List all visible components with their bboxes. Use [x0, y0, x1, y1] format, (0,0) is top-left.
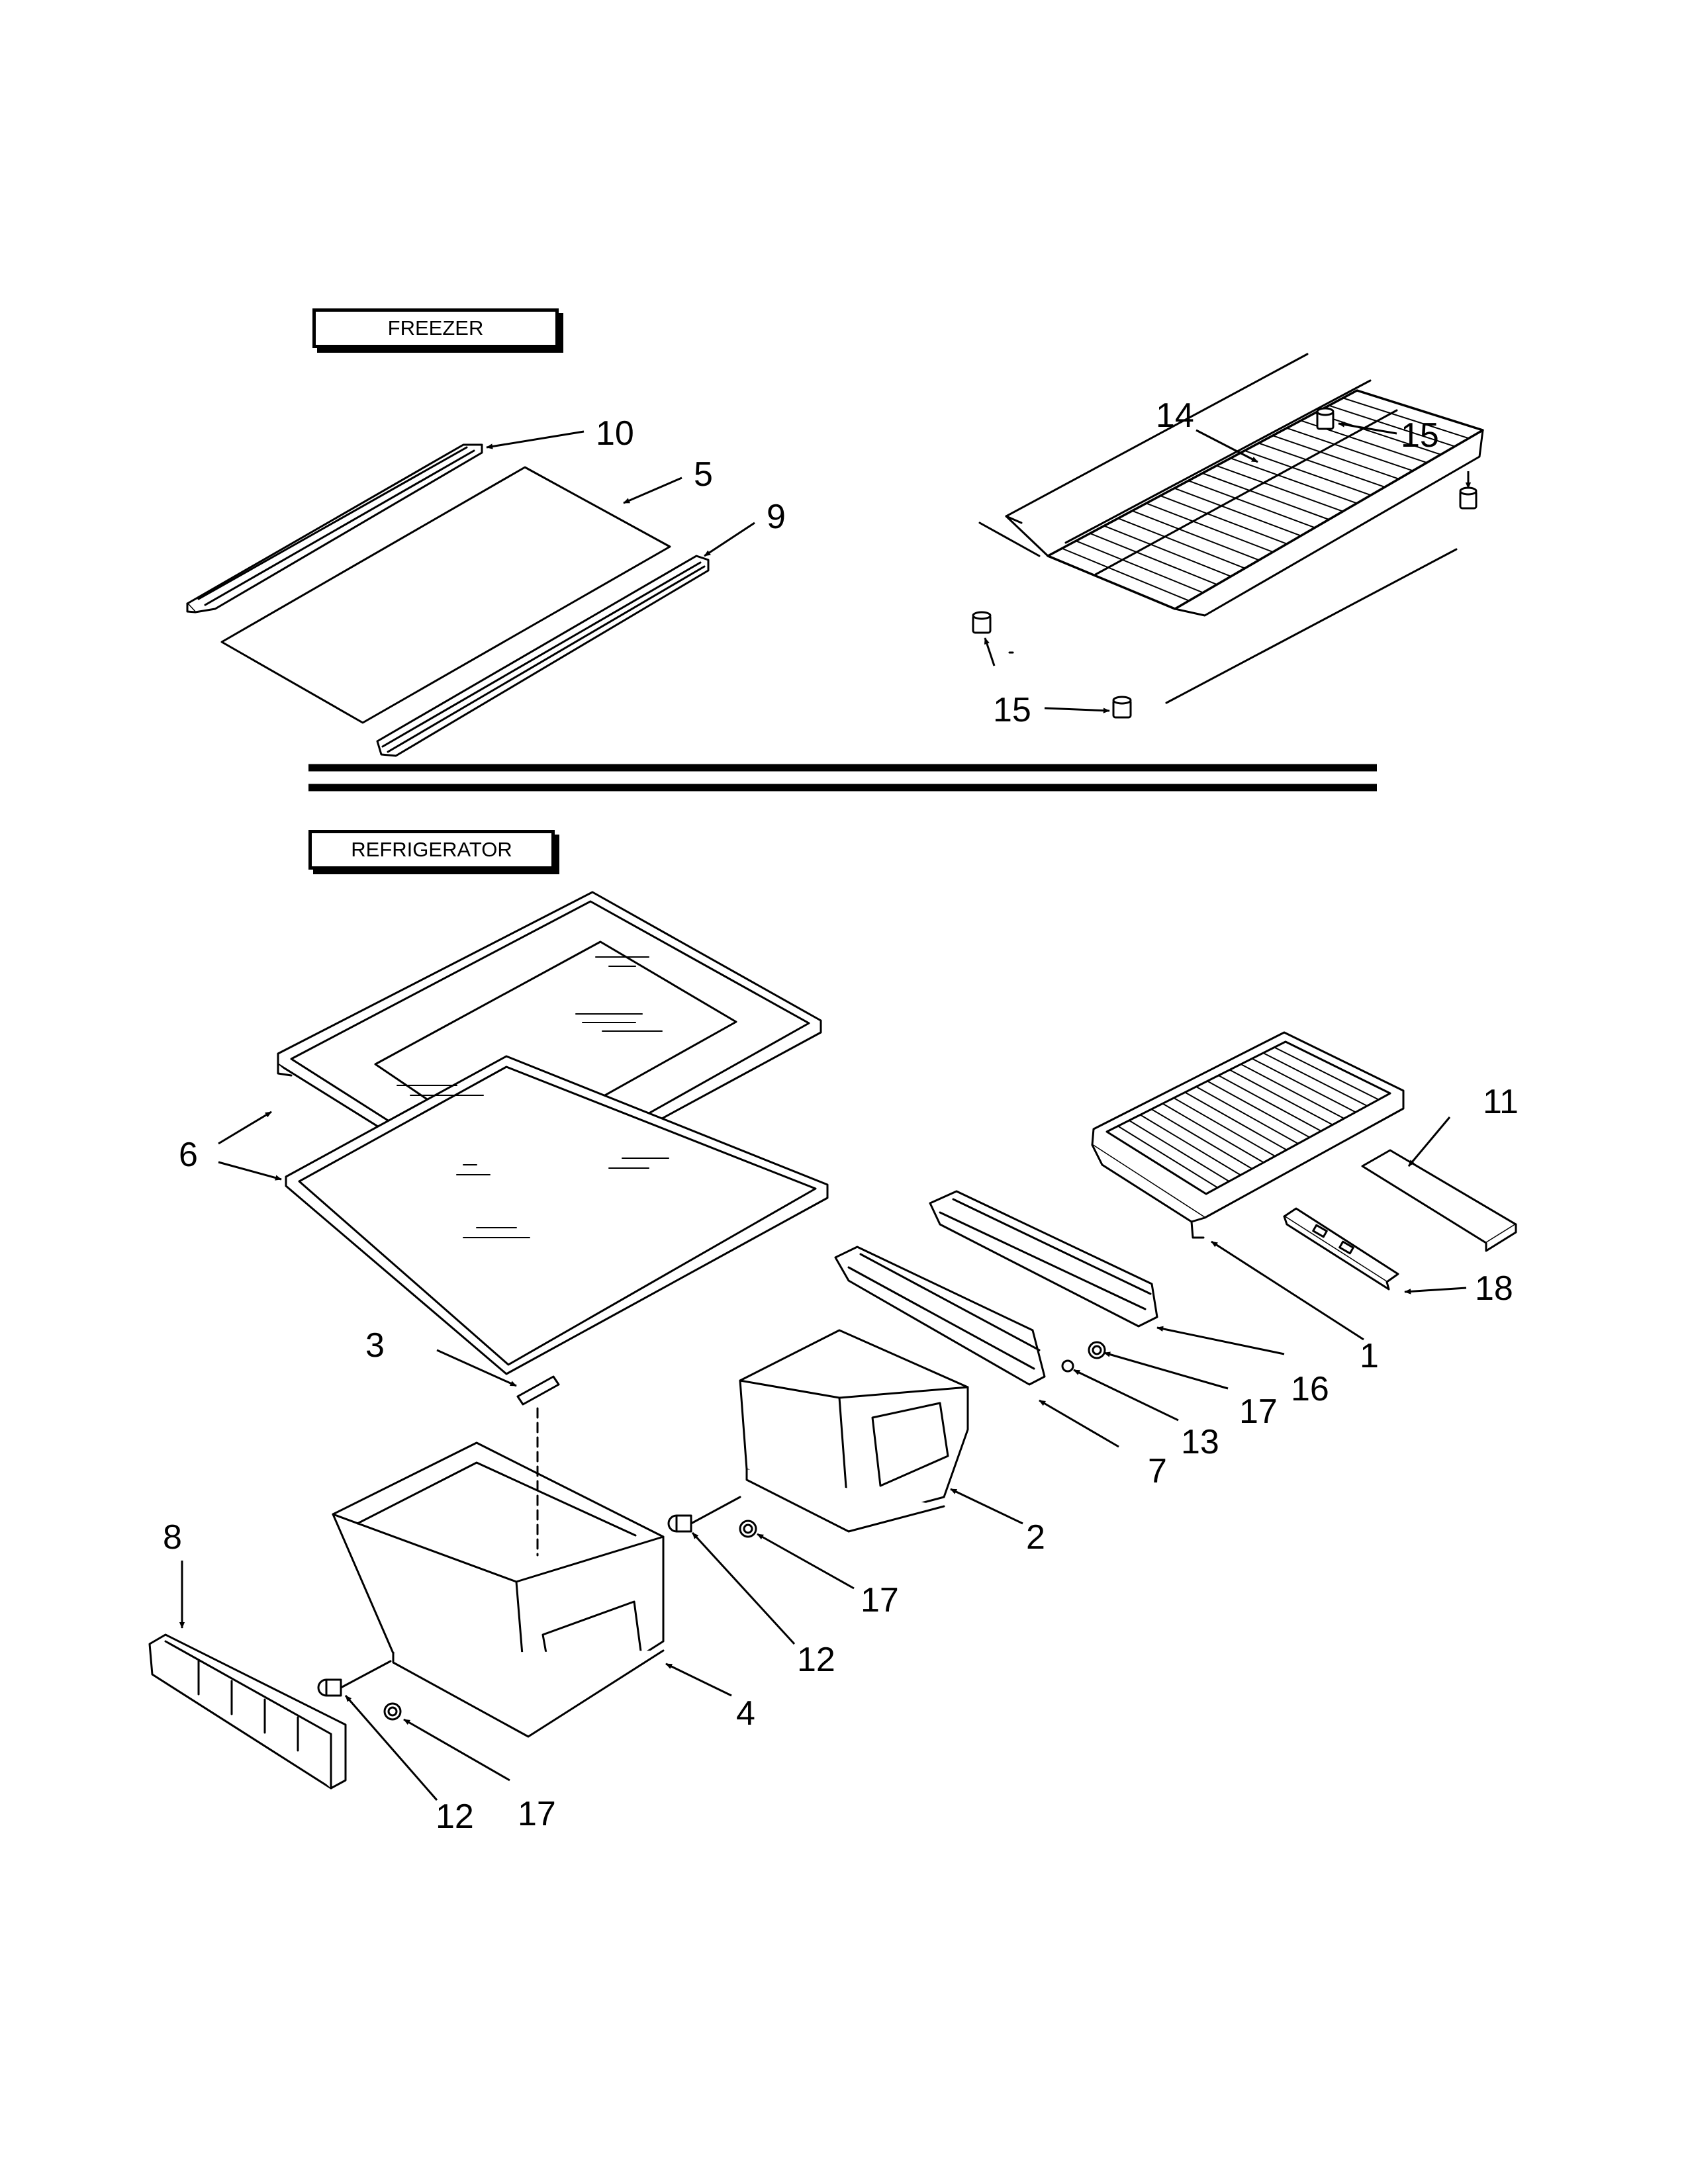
wire-shelf-bar [1244, 449, 1372, 496]
deli-pan-rib [1251, 1058, 1356, 1113]
glass-shelf [220, 466, 671, 724]
drawer-trim-rail [148, 1633, 347, 1790]
shelf-support-button-top-left [1316, 407, 1335, 430]
wire-shelf-bars [1061, 397, 1470, 602]
glass-shelf-lower [285, 1055, 829, 1375]
callout-8: 8 [163, 1518, 182, 1557]
shelf-support-button-top-right [1459, 486, 1477, 510]
deli-pan-rib [1139, 1114, 1242, 1176]
callout-14: 14 [1156, 396, 1194, 435]
pan-rail [1283, 1207, 1399, 1291]
crisper-drawer-large [332, 1441, 665, 1738]
wire-shelf-bar [1159, 495, 1288, 545]
deli-pan [1091, 1031, 1405, 1239]
wire-shelf-bar [1131, 510, 1260, 561]
section-divider [308, 764, 1377, 792]
callout-15-bottom: 15 [993, 691, 1031, 729]
rail-roller-screw [1061, 1359, 1074, 1373]
drawer-roller-left [317, 1660, 392, 1697]
callout-7: 7 [1148, 1452, 1167, 1490]
wire-shelf [978, 353, 1484, 704]
deli-pan-rib [1150, 1109, 1253, 1169]
callout-leaders [179, 422, 1472, 1801]
wire-shelf-bar [1286, 427, 1414, 472]
callout-18: 18 [1475, 1269, 1513, 1308]
crisper-drawer-small [739, 1329, 969, 1533]
glass-reflections [397, 956, 669, 1238]
callout-17-middle: 17 [861, 1581, 899, 1619]
crisper-slide-rail-upper [929, 1190, 1158, 1328]
wire-shelf-bar [1342, 397, 1470, 439]
rail-wheel [1088, 1341, 1106, 1359]
wire-shelf-bar [1272, 435, 1400, 480]
deli-pan-rib [1240, 1064, 1345, 1119]
callout-4: 4 [736, 1694, 755, 1733]
callout-5: 5 [694, 455, 713, 494]
deli-pan-rib [1128, 1120, 1230, 1182]
callout-12-middle: 12 [797, 1641, 835, 1679]
callout-2: 2 [1026, 1518, 1045, 1557]
deli-pan-rib [1173, 1097, 1276, 1157]
drawer-divider-clip [516, 1375, 560, 1406]
wire-shelf-bar [1215, 465, 1344, 512]
callout-numbers: 10 5 9 14 15 15 6 11 18 16 1 17 13 7 3 2… [163, 396, 1519, 1836]
deli-pan-rib [1262, 1052, 1368, 1107]
callout-11: 11 [1483, 1083, 1519, 1121]
deli-pan-rib [1117, 1125, 1219, 1189]
callout-17-rail: 17 [1239, 1392, 1278, 1431]
callout-6: 6 [179, 1136, 198, 1174]
callout-3: 3 [365, 1326, 385, 1365]
deli-pan-rib [1184, 1091, 1288, 1151]
wire-shelf-bar [1314, 412, 1442, 455]
deli-pan-rib [1229, 1069, 1334, 1126]
shelf-rear-trim [186, 443, 483, 614]
refrigerator-section-label: REFRIGERATOR [308, 830, 555, 870]
wire-shelf-bar [1174, 487, 1302, 537]
pan-cover [1361, 1149, 1517, 1252]
wire-shelf-bar [1229, 457, 1358, 504]
wire-shelf-bar [1117, 518, 1246, 569]
deli-pan-ribs [1117, 1046, 1380, 1189]
callout-16: 16 [1291, 1370, 1329, 1408]
wire-shelf-bar [1075, 540, 1204, 594]
wire-shelf-bar [1103, 525, 1232, 577]
callout-15-top: 15 [1401, 416, 1439, 455]
crisper-slide-rail-lower [834, 1246, 1046, 1386]
deli-pan-rib [1162, 1103, 1264, 1163]
callout-12-left: 12 [436, 1797, 474, 1836]
wire-shelf-bar [1258, 442, 1386, 488]
freezer-section-label: FREEZER [312, 308, 559, 348]
deli-pan-rib [1206, 1080, 1311, 1138]
wire-shelf-bar [1089, 532, 1218, 586]
callout-9: 9 [767, 498, 786, 536]
wire-shelf-bar [1061, 547, 1190, 602]
callout-13: 13 [1181, 1423, 1219, 1461]
callout-10: 10 [596, 414, 634, 453]
drawer-wheel-left [383, 1702, 402, 1721]
callout-1: 1 [1360, 1337, 1379, 1375]
wire-shelf-bar [1201, 473, 1330, 520]
wire-shelf-bar [1188, 480, 1316, 529]
drawer-roller-middle [667, 1496, 741, 1533]
callout-17-left: 17 [518, 1795, 556, 1833]
shelf-support-button-bottom-right [1112, 696, 1132, 719]
deli-pan-rib [1217, 1075, 1322, 1132]
drawer-wheel-middle [739, 1520, 757, 1538]
wire-shelf-bar [1328, 404, 1456, 447]
deli-pan-rib [1196, 1086, 1299, 1144]
wire-shelf-bar [1145, 502, 1274, 553]
shelf-front-trim [376, 555, 710, 757]
shelf-support-button-bottom-left [972, 611, 992, 634]
deli-pan-rib [1274, 1046, 1380, 1101]
